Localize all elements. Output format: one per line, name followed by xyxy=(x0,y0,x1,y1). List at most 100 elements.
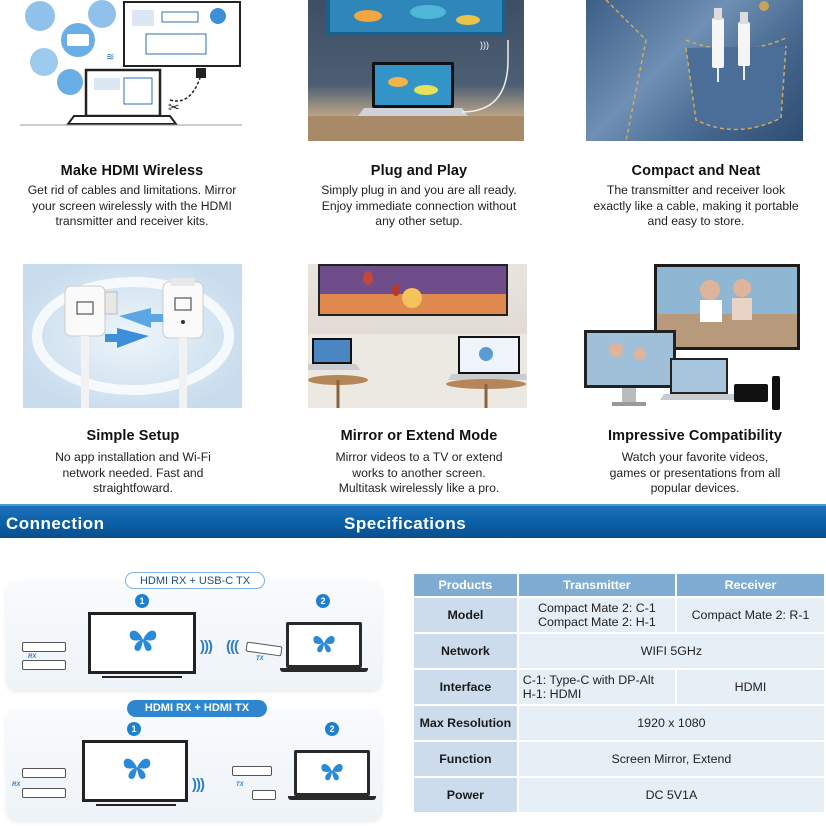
svg-text:))): ))) xyxy=(480,40,489,50)
simple-setup-illustration xyxy=(32,277,234,408)
tx-tag: TX xyxy=(256,656,264,662)
hdmi-dongle-icon xyxy=(252,790,276,800)
row-label-model: Model xyxy=(414,598,517,632)
feature-title-impressive-compatibility: Impressive Compatibility xyxy=(607,428,783,444)
cell-line: C-1: Type-C with DP-Alt xyxy=(522,673,655,687)
feature-desc-impressive-compatibility: Watch your favorite videos, games or pre… xyxy=(565,450,825,497)
butterfly-icon xyxy=(121,755,153,786)
feature-desc-line: Get rid of cables and limitations. Mirro… xyxy=(27,183,237,197)
wifi-waves-icon: ((( xyxy=(226,638,239,655)
feature-image-make-hdmi-wireless: ✂ ≋ xyxy=(20,0,242,126)
feature-title-make-hdmi-wireless: Make HDMI Wireless xyxy=(60,163,204,179)
header-receiver: Receiver xyxy=(676,574,824,596)
feature-desc-compact-and-neat: The transmitter and receiver look exactl… xyxy=(566,183,826,230)
cell-line: Compact Mate 2: C-1 xyxy=(538,601,656,615)
usb-c-dongle-icon xyxy=(245,641,283,657)
feature-image-compact-and-neat xyxy=(586,0,803,141)
table-row: Model Compact Mate 2: C-1 Compact Mate 2… xyxy=(414,598,824,632)
wifi-waves-icon: ))) xyxy=(192,776,205,793)
compatibility-devices-scene xyxy=(584,264,800,410)
cell-interface-receiver: HDMI xyxy=(676,670,824,704)
butterfly-icon xyxy=(127,627,159,660)
hdmi-dongle-icon xyxy=(22,660,66,670)
diagram-label: HDMI RX + HDMI TX xyxy=(127,700,267,717)
row-label-network: Network xyxy=(414,634,517,668)
specifications-heading: Specifications xyxy=(344,514,467,533)
feature-title-compact-and-neat: Compact and Neat xyxy=(631,163,761,179)
feature-desc-line: exactly like a cable, making it portable xyxy=(593,198,799,213)
feature-desc-make-hdmi-wireless: Get rid of cables and limitations. Mirro… xyxy=(2,183,262,230)
tx-tag: TX xyxy=(236,782,244,788)
feature-title-plug-and-play: Plug and Play xyxy=(370,163,468,179)
feature-desc-mirror-or-extend: Mirror videos to a TV or extend works to… xyxy=(289,450,549,497)
rx-tag: RX xyxy=(28,654,37,660)
feature-image-impressive-compatibility xyxy=(584,264,804,410)
step-number: 1 xyxy=(127,722,141,736)
tv-screen xyxy=(82,740,188,802)
header-products: Products xyxy=(414,574,517,596)
table-row: Function Screen Mirror, Extend xyxy=(414,742,824,776)
row-label-power: Power xyxy=(414,778,517,812)
wireless-illustration: ✂ ≋ xyxy=(20,0,242,126)
feature-desc-line: your screen wirelessly with the HDMI xyxy=(32,198,232,213)
feature-desc-line: games or presentations from all xyxy=(609,465,781,480)
jeans-pocket-scene xyxy=(605,0,787,141)
cell-network: WIFI 5GHz xyxy=(518,634,824,668)
cell-line: H-1: HDMI xyxy=(522,687,582,701)
section-banner: Connection Specifications xyxy=(0,504,826,538)
feature-title-simple-setup: Simple Setup xyxy=(86,428,180,444)
feature-desc-line: transmitter and receiver kits. xyxy=(55,214,209,229)
specifications-table: Products Transmitter Receiver Model Comp… xyxy=(412,572,826,814)
feature-desc-line: Simply plug in and you are all ready. xyxy=(321,183,517,197)
feature-desc-line: works to another screen. xyxy=(352,465,486,480)
laptop-screen xyxy=(294,750,370,796)
table-row: Max Resolution 1920 x 1080 xyxy=(414,706,824,740)
connection-diagram-usb-c: HDMI RX + USB-C TX 1 2 RX ))) ((( TX xyxy=(6,572,382,690)
feature-desc-line: Multitask wirelessly like a pro. xyxy=(338,481,500,496)
tv-stand xyxy=(96,804,176,806)
cell-max-resolution: 1920 x 1080 xyxy=(518,706,824,740)
tv-stand xyxy=(102,676,182,678)
header-transmitter: Transmitter xyxy=(518,574,675,596)
feature-desc-line: The transmitter and receiver look xyxy=(606,183,786,197)
cell-function: Screen Mirror, Extend xyxy=(518,742,824,776)
feature-image-mirror-or-extend xyxy=(308,264,527,408)
connection-heading: Connection xyxy=(6,514,105,533)
svg-text:≋: ≋ xyxy=(106,52,114,63)
row-label-max-resolution: Max Resolution xyxy=(414,706,517,740)
svg-text:✂: ✂ xyxy=(168,99,180,115)
hdmi-dongle-icon xyxy=(22,642,66,652)
feature-desc-line: Watch your favorite videos, xyxy=(621,450,769,464)
plug-and-play-scene: ))) xyxy=(308,0,524,141)
connection-diagram-hdmi: HDMI RX + HDMI TX 1 2 RX ))) TX xyxy=(6,700,382,820)
feature-image-simple-setup xyxy=(23,264,242,408)
feature-desc-plug-and-play: Simply plug in and you are all ready. En… xyxy=(289,183,549,230)
butterfly-icon xyxy=(311,633,337,659)
table-row: Network WIFI 5GHz xyxy=(414,634,824,668)
hdmi-dongle-icon xyxy=(22,768,66,778)
mirror-extend-scene xyxy=(308,264,527,408)
row-label-function: Function xyxy=(414,742,517,776)
diagram-label: HDMI RX + USB-C TX xyxy=(125,572,265,589)
table-row: Power DC 5V1A xyxy=(414,778,824,812)
feature-image-plug-and-play: ))) xyxy=(308,0,524,141)
table-header-row: Products Transmitter Receiver xyxy=(414,574,824,596)
row-label-interface: Interface xyxy=(414,670,517,704)
step-number: 2 xyxy=(316,594,330,608)
cell-line: Compact Mate 2: H-1 xyxy=(538,615,656,629)
feature-desc-line: Mirror videos to a TV or extend xyxy=(335,450,503,464)
step-number: 2 xyxy=(325,722,339,736)
hdmi-dongle-icon xyxy=(232,766,272,776)
laptop-base xyxy=(288,796,376,800)
feature-desc-line: No app installation and Wi-Fi xyxy=(55,450,211,464)
hdmi-dongle-icon xyxy=(22,788,66,798)
feature-desc-line: and easy to store. xyxy=(647,214,745,229)
feature-title-mirror-or-extend: Mirror or Extend Mode xyxy=(340,428,498,444)
cell-power: DC 5V1A xyxy=(518,778,824,812)
table-row: Interface C-1: Type-C with DP-Alt H-1: H… xyxy=(414,670,824,704)
butterfly-icon xyxy=(319,761,345,787)
laptop-base xyxy=(280,668,368,672)
step-number: 1 xyxy=(135,594,149,608)
feature-desc-simple-setup: No app installation and Wi-Fi network ne… xyxy=(3,450,263,497)
feature-desc-line: any other setup. xyxy=(375,214,463,229)
